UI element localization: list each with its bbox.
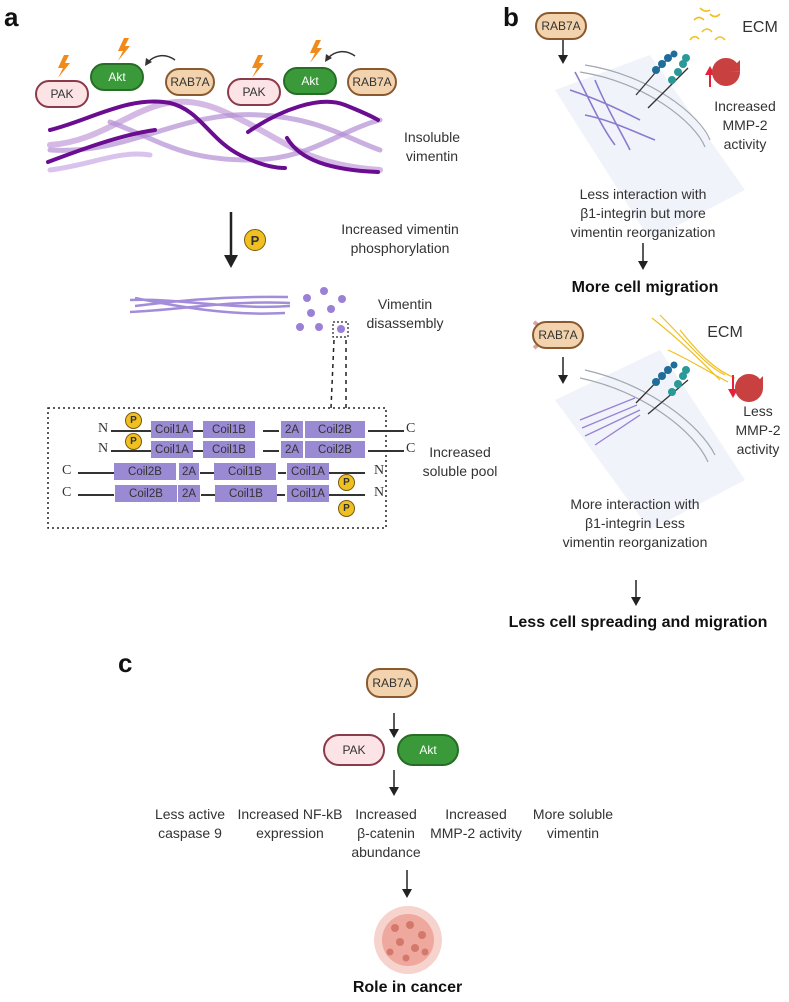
rab7a-to-akt-arrows <box>147 50 356 63</box>
effect-beta-catenin: Increased β-catenin abundance <box>351 806 421 860</box>
segment: Coil1B <box>214 463 276 480</box>
phosphorylation-arrow <box>224 212 238 268</box>
akt-protein-left: Akt <box>90 63 144 91</box>
effect-nfkb: Increased NF-kB expression <box>237 806 343 841</box>
b-bottom-outcome: Less cell spreading and migration <box>508 614 768 631</box>
soluble-pool-box <box>47 407 387 529</box>
ecm-label-bottom: ECM <box>707 324 743 341</box>
segment: Coil2B <box>115 485 177 502</box>
segment: Coil1A <box>287 485 329 502</box>
segment: 2A <box>281 441 303 458</box>
c-outcome: Role in cancer <box>352 979 463 996</box>
phosphorylation-label: Increased vimentin phosphorylation <box>341 221 459 256</box>
segment: Coil1A <box>287 463 329 480</box>
panel-label-a: a <box>4 2 19 32</box>
segment: Coil1B <box>203 421 255 438</box>
phosphate-icon: P <box>338 500 355 517</box>
activation-bolt-icons <box>58 38 322 78</box>
terminus-left: N <box>98 441 109 456</box>
segment: Coil1A <box>151 441 193 458</box>
effect-caspase9: Less active caspase 9 <box>154 806 226 841</box>
pak-protein-c: PAK <box>323 734 385 766</box>
segment: 2A <box>179 463 199 480</box>
phosphate-icon: P <box>338 474 355 491</box>
soluble-vimentin-dots <box>296 287 346 333</box>
terminus-right: N <box>374 463 385 478</box>
segment: Coil1A <box>151 421 193 438</box>
segment: 2A <box>281 421 303 438</box>
cell-top-illustration <box>555 7 745 240</box>
rab7a-protein-right: RAB7A <box>347 68 397 96</box>
akt-protein-right: Akt <box>283 67 337 95</box>
tumor-icon <box>374 906 442 974</box>
insoluble-vimentin-label: Insoluble vimentin <box>403 129 461 164</box>
segment: Coil1B <box>215 485 277 502</box>
mmp2-less-label: Less MMP-2 activity <box>735 403 781 457</box>
segment: Coil2B <box>305 441 365 458</box>
terminus-right: N <box>374 485 385 500</box>
ecm-label-top: ECM <box>742 19 778 36</box>
b-top-description: Less interaction with β1-integrin but mo… <box>570 186 716 240</box>
disassembling-filaments <box>129 295 291 315</box>
phosphate-icon: P <box>125 433 142 450</box>
segment: Coil2B <box>305 421 365 438</box>
cell-bottom-illustration <box>555 314 763 530</box>
segment: Coil2B <box>114 463 176 480</box>
panel-label-c: c <box>118 648 133 678</box>
phosphate-icon: P <box>244 229 266 251</box>
b-bottom-description: More interaction with β1-integrin Less v… <box>562 496 708 550</box>
disassembly-label: Vimentin disassembly <box>366 296 444 331</box>
terminus-left: N <box>98 421 109 436</box>
effect-mmp2: Increased MMP-2 activity <box>430 806 522 841</box>
terminus-right: C <box>406 441 416 456</box>
rab7a-protein-b-top: RAB7A <box>535 12 587 40</box>
pak-protein-right: PAK <box>227 78 281 106</box>
akt-protein-c: Akt <box>397 734 459 766</box>
soluble-pool-label: Increased soluble pool <box>422 444 498 479</box>
panel-label-b: b <box>503 2 519 32</box>
terminus-right: C <box>406 421 416 436</box>
pak-protein-left: PAK <box>35 80 89 108</box>
insoluble-vimentin-filaments <box>46 98 383 174</box>
effect-soluble-vimentin: More soluble vimentin <box>532 806 614 841</box>
terminus-left: C <box>62 463 72 478</box>
phosphate-icon: P <box>125 412 142 429</box>
mmp2-increased-label: Increased MMP-2 activity <box>714 98 776 152</box>
segment: 2A <box>178 485 200 502</box>
b-top-outcome: More cell migration <box>571 279 719 296</box>
rab7a-protein-left: RAB7A <box>165 68 215 96</box>
rab7a-protein-b-bottom: RAB7A <box>532 321 584 349</box>
rab7a-protein-c: RAB7A <box>366 668 418 698</box>
terminus-left: C <box>62 485 72 500</box>
segment: Coil1B <box>203 441 255 458</box>
